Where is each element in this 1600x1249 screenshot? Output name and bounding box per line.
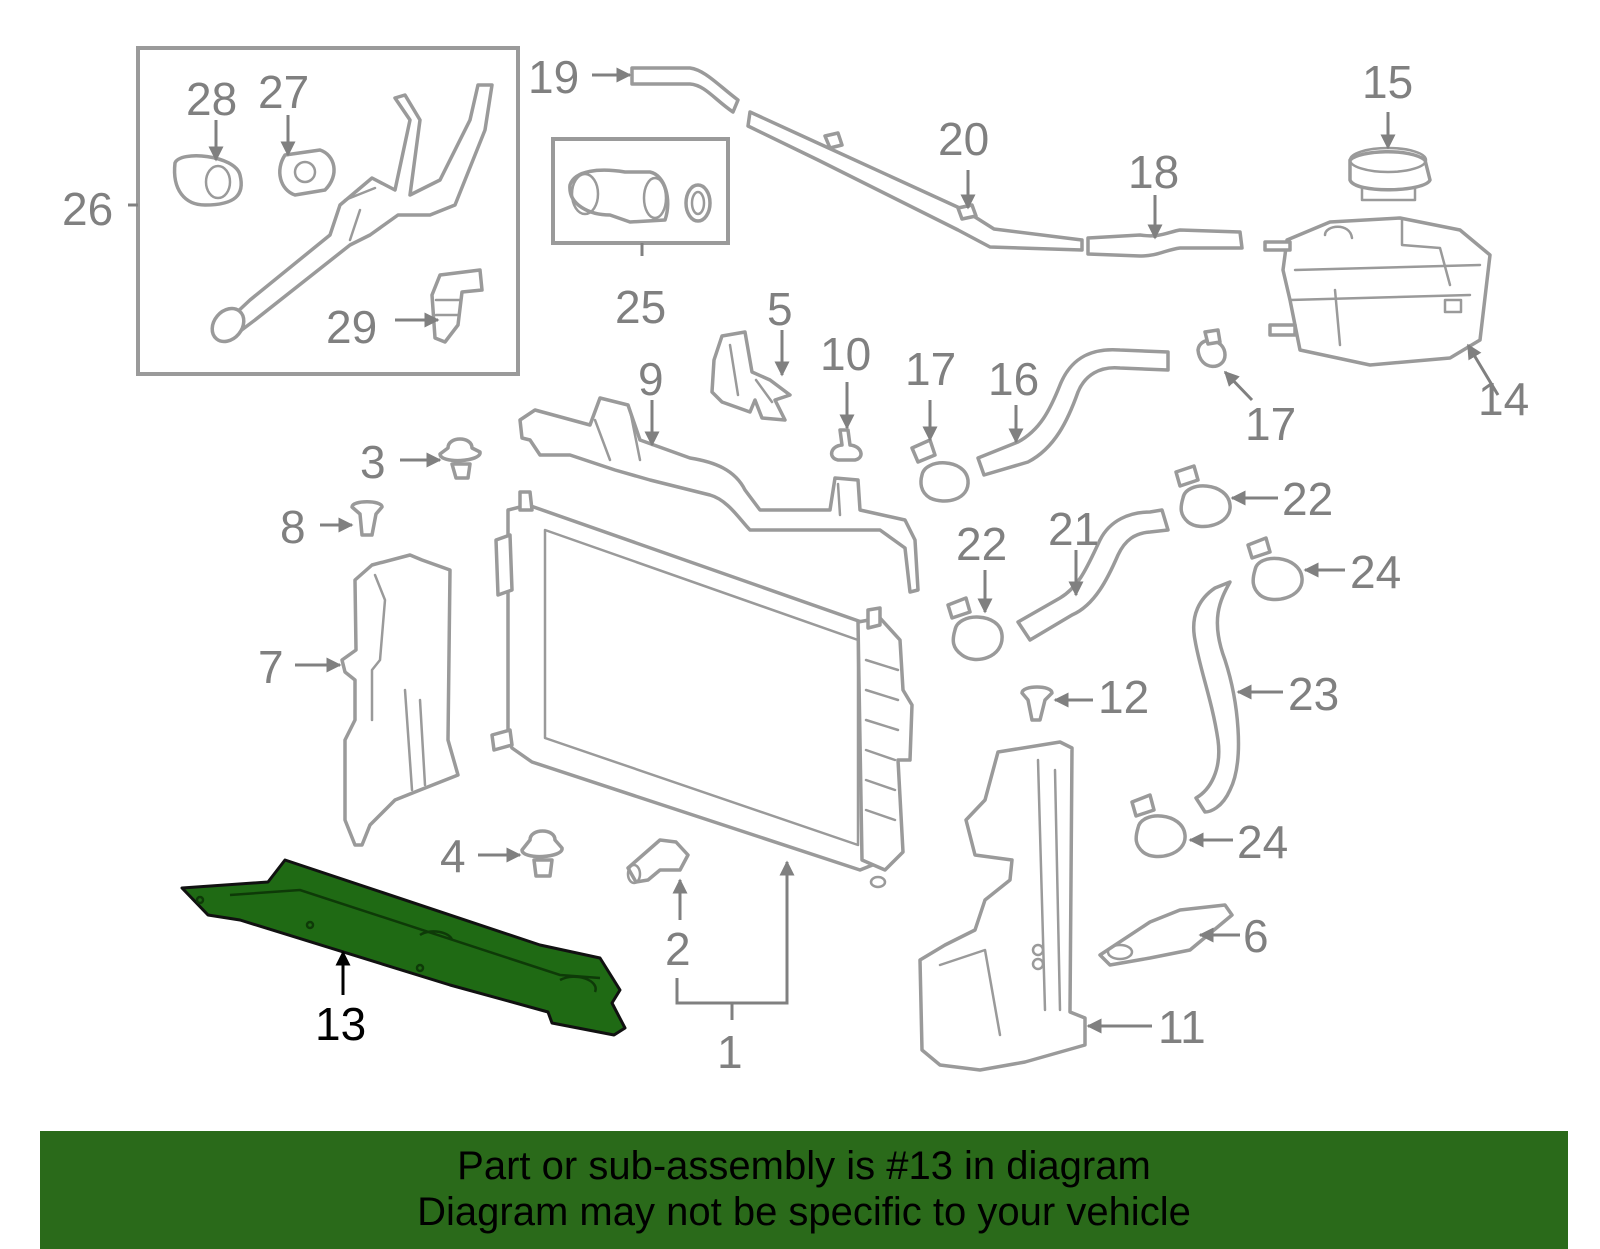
label-24b: 24 (1237, 816, 1288, 868)
radiator (490, 490, 914, 889)
label-27: 27 (258, 66, 309, 118)
small-fasteners (350, 437, 1054, 885)
leader-lines (128, 67, 1500, 1034)
part-labels: 19 20 18 15 14 28 27 26 29 25 5 9 10 17 … (62, 51, 1529, 1078)
label-20: 20 (938, 113, 989, 165)
label-18: 18 (1128, 146, 1179, 198)
deflector-7 (340, 553, 460, 847)
bracket-6 (1098, 903, 1234, 967)
hose-16-clamps-17 (910, 328, 1227, 503)
label-10: 10 (820, 328, 871, 380)
deflector-11 (918, 740, 1087, 1072)
label-21: 21 (1048, 503, 1099, 555)
label-2: 2 (665, 923, 691, 975)
label-22b: 22 (1282, 473, 1333, 525)
label-7: 7 (258, 641, 284, 693)
label-17b: 17 (1245, 398, 1296, 450)
coolant-reservoir (1263, 146, 1492, 367)
hose-23-clamps-24 (1130, 536, 1304, 859)
label-22a: 22 (956, 518, 1007, 570)
label-13: 13 (315, 998, 366, 1050)
part-13-lower-shield (180, 858, 627, 1037)
label-28: 28 (186, 73, 237, 125)
label-1: 1 (717, 1026, 743, 1078)
label-3: 3 (360, 436, 386, 488)
label-16: 16 (988, 353, 1039, 405)
banner-line-2: Diagram may not be specific to your vehi… (417, 1190, 1191, 1234)
label-29: 29 (326, 301, 377, 353)
bracket-9 (518, 396, 920, 594)
label-12: 12 (1098, 671, 1149, 723)
label-26: 26 (62, 183, 113, 235)
label-25: 25 (615, 281, 666, 333)
label-5: 5 (767, 283, 793, 335)
inset-box-25 (551, 137, 730, 245)
banner-line-1: Part or sub-assembly is #13 in diagram (457, 1144, 1151, 1188)
label-8: 8 (280, 501, 306, 553)
bracket-5-clip-10 (710, 330, 863, 462)
label-9: 9 (638, 353, 664, 405)
label-14: 14 (1478, 373, 1529, 425)
info-banner: Part or sub-assembly is #13 in diagram D… (40, 1131, 1568, 1249)
label-17a: 17 (905, 343, 956, 395)
hose-21-clamps-22 (946, 464, 1232, 662)
label-24a: 24 (1350, 546, 1401, 598)
inset-box-26 (136, 46, 520, 376)
label-6: 6 (1243, 910, 1269, 962)
label-19: 19 (528, 51, 579, 103)
label-4: 4 (440, 830, 466, 882)
label-15: 15 (1362, 56, 1413, 108)
label-23: 23 (1288, 668, 1339, 720)
label-11: 11 (1158, 1001, 1206, 1053)
